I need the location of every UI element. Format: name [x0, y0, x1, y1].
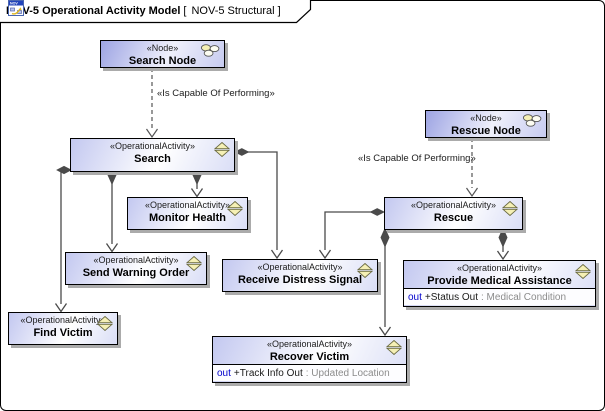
attribute-type: : Updated Location [305, 368, 390, 379]
node-name: Search Node [128, 55, 197, 67]
stereotype-label: «OperationalActivity» [257, 262, 343, 272]
diagram-name: NOV-5 Structural [191, 5, 275, 17]
activity-name: Monitor Health [149, 212, 226, 224]
edge-rescue-node-is-capable-of-performing[interactable] [466, 138, 478, 198]
activity-send-warning-order[interactable]: «OperationalActivity» Send Warning Order [65, 252, 207, 285]
title-open-bracket: [ [183, 5, 187, 17]
stereotype-label: «Node» [146, 43, 179, 53]
attribute-compartment: out+Track Info Out: Updated Location [213, 364, 406, 381]
stereotype-label: «OperationalActivity» [266, 339, 353, 349]
edge-rescue-provide-medical-assistance[interactable] [496, 227, 510, 261]
activity-receive-distress-signal[interactable]: «OperationalActivity» Receive Distress S… [222, 259, 378, 292]
operational-activity-icon [386, 340, 402, 355]
activity-provide-medical-assistance[interactable]: «OperationalActivity» Provide Medical As… [403, 260, 596, 307]
activity-recover-victim[interactable]: «OperationalActivity» Recover Victim out… [212, 336, 407, 383]
node-icon [522, 114, 542, 127]
activity-name: Send Warning Order [82, 267, 190, 279]
activity-name: Find Victim [33, 327, 93, 339]
stereotype-label: «OperationalActivity» [93, 255, 179, 265]
activity-name: Search [134, 153, 171, 165]
activity-monitor-health[interactable]: «OperationalActivity» Monitor Health [127, 197, 248, 230]
stereotype-label: «Node» [470, 113, 502, 123]
activity-name: Provide Medical Assistance [427, 275, 572, 287]
edge-search-receive-distress-signal[interactable] [234, 148, 284, 260]
edge-label-is-capable-of-performing: «Is Capable Of Performing» [358, 153, 476, 164]
edge-rescue-receive-distress-signal[interactable] [318, 208, 385, 260]
title-close-bracket: ] [277, 5, 281, 17]
attribute-name: +Status Out [424, 292, 478, 303]
node-rescue-node[interactable]: «Node» Rescue Node [425, 110, 547, 138]
attribute-type: : Medical Condition [481, 292, 567, 303]
node-search-node[interactable]: «Node» Search Node [100, 40, 225, 68]
activity-rescue[interactable]: «OperationalActivity» Rescue [384, 197, 523, 230]
attribute-name: +Track Info Out [233, 368, 303, 379]
svg-text:NOV: NOV [10, 2, 18, 6]
stereotype-label: «OperationalActivity» [456, 263, 543, 273]
attribute-direction: out [408, 292, 422, 303]
operational-activity-icon [575, 264, 591, 279]
operational-activity-icon [186, 256, 202, 271]
operational-activity-icon [502, 201, 518, 216]
diagram-title: NOV-5 Operational Activity Model [6, 5, 181, 17]
activity-name: Recover Victim [269, 351, 350, 363]
activity-find-victim[interactable]: «OperationalActivity» Find Victim [8, 312, 118, 345]
stereotype-label: «OperationalActivity» [20, 315, 106, 325]
edge-search-send-warning-order[interactable] [105, 164, 119, 253]
operational-activity-icon [214, 142, 230, 157]
operational-activity-icon [357, 263, 373, 278]
title-tab-outline [0, 0, 312, 24]
attribute-compartment: out+Status Out: Medical Condition [404, 288, 595, 305]
edge-search-find-victim[interactable] [54, 165, 72, 313]
operational-activity-icon [97, 316, 113, 331]
node-icon [200, 44, 220, 57]
stereotype-label: «OperationalActivity» [410, 200, 497, 210]
edge-rescue-recover-victim[interactable] [378, 227, 392, 337]
node-name: Rescue Node [451, 125, 521, 137]
activity-name: Receive Distress Signal [237, 274, 363, 286]
operational-activity-icon [227, 201, 243, 216]
edge-search-node-is-capable-of-performing[interactable] [146, 68, 158, 139]
attribute-direction: out [217, 368, 231, 379]
edge-label-is-capable-of-performing: «Is Capable Of Performing» [157, 88, 275, 99]
stereotype-label: «OperationalActivity» [109, 141, 196, 151]
activity-search[interactable]: «OperationalActivity» Search [70, 138, 235, 172]
activity-name: Rescue [433, 212, 474, 224]
nov-diagram-icon: NOV [8, 0, 24, 16]
diagram-title-tab: NOV-5 Operational Activity Model [ NOV N… [0, 0, 314, 24]
stereotype-label: «OperationalActivity» [144, 200, 231, 210]
